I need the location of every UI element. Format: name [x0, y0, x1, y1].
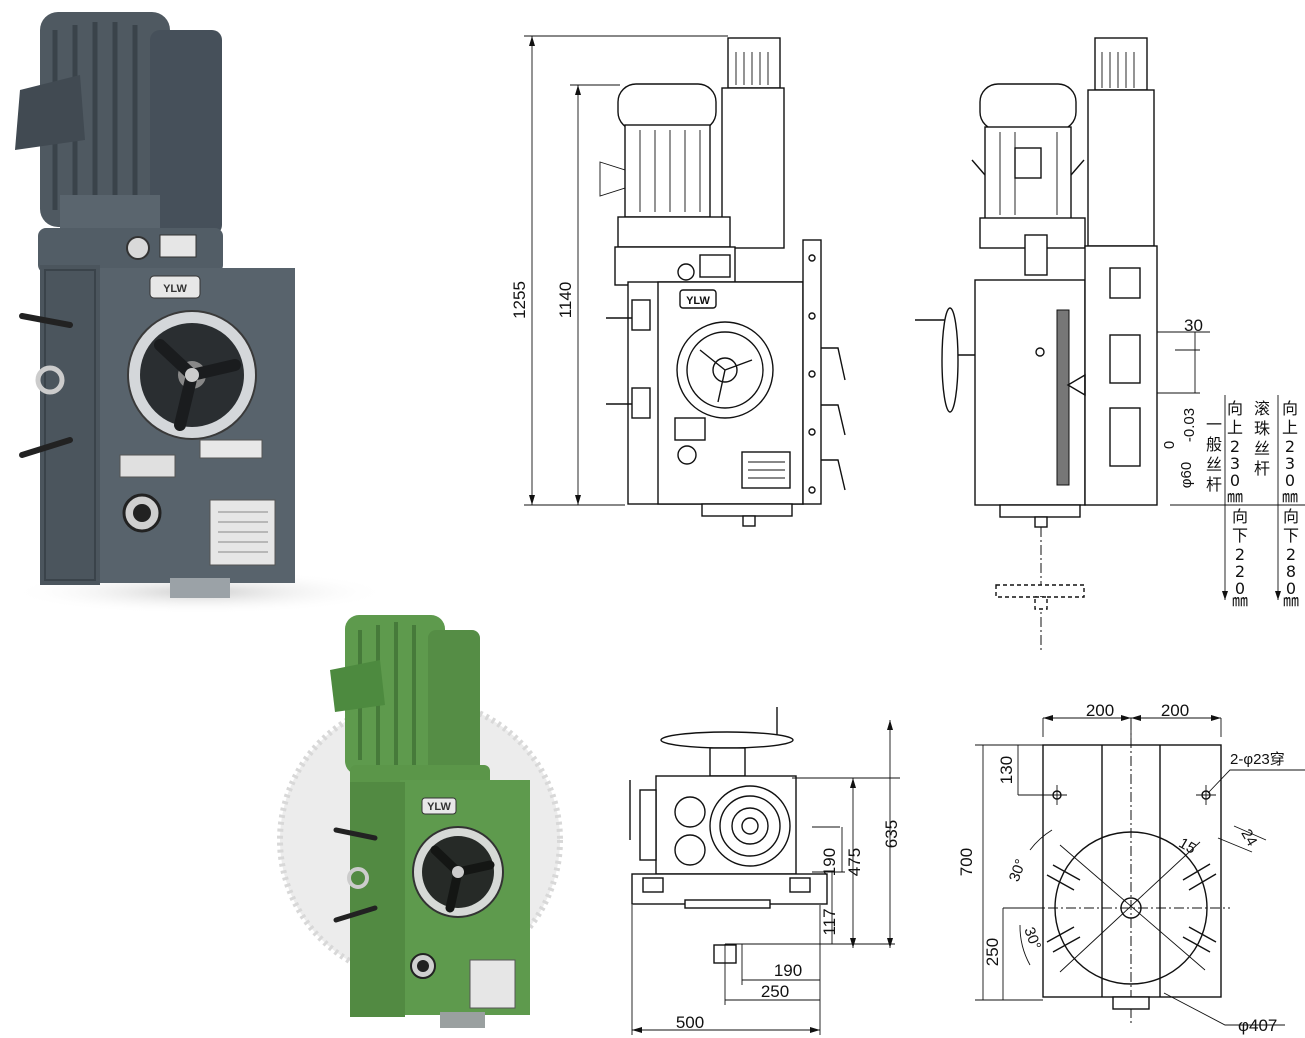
flange-dim-left-200: 200	[1086, 701, 1114, 720]
svg-text:一: 一	[1206, 415, 1222, 434]
flange-view-drawing	[975, 715, 1305, 1026]
dim-190-bottom: 190	[774, 961, 802, 980]
vertical-text-ball-screw-down: 向 下 2 8 0 ㎜	[1283, 507, 1299, 610]
svg-text:㎜: ㎜	[1232, 591, 1248, 610]
dim-475: 475	[845, 848, 864, 876]
vertical-text-ball-screw-name: 滚 珠 丝 杆	[1254, 399, 1270, 478]
svg-text:3: 3	[1285, 454, 1295, 473]
svg-text:8: 8	[1286, 562, 1296, 581]
svg-text:2: 2	[1235, 562, 1245, 581]
svg-text:3: 3	[1230, 454, 1240, 473]
front-view-drawing: YLW	[524, 35, 846, 527]
vertical-text-general-screw-name: 一 般 丝 杆	[1206, 415, 1222, 494]
svg-text:杆: 杆	[1206, 475, 1222, 494]
side-view-drawing	[915, 37, 1305, 650]
flange-dim-130: 130	[997, 756, 1016, 784]
svg-text:下: 下	[1232, 526, 1248, 545]
dim-190-right: 190	[820, 848, 839, 876]
svg-text:丝: 丝	[1254, 439, 1270, 458]
svg-text:㎜: ㎜	[1227, 487, 1243, 506]
dim-117: 117	[820, 908, 839, 935]
svg-text:杆: 杆	[1254, 459, 1270, 478]
dim-total-height: 1255	[510, 281, 529, 319]
dim-quill-diameter: φ60	[1178, 462, 1195, 488]
svg-text:珠: 珠	[1254, 419, 1270, 438]
top-view-drawing	[629, 707, 900, 1035]
svg-text:2: 2	[1230, 437, 1240, 456]
dim-250-bottom: 250	[761, 982, 789, 1001]
svg-text:0: 0	[1230, 471, 1240, 490]
dim-500: 500	[676, 1013, 704, 1032]
flange-dim-right-200: 200	[1161, 701, 1189, 720]
flange-angle-lower: 30°	[1020, 925, 1044, 952]
svg-text:上: 上	[1227, 418, 1243, 437]
gray-milling-head-photo: YLW	[10, 12, 390, 614]
dim-body-height: 1140	[556, 282, 575, 319]
svg-text:滚: 滚	[1254, 399, 1270, 418]
svg-text:向: 向	[1232, 507, 1248, 526]
svg-text:2: 2	[1235, 545, 1245, 564]
svg-text:2: 2	[1285, 437, 1295, 456]
flange-dim-15: 15	[1176, 835, 1199, 858]
svg-text:0: 0	[1286, 579, 1296, 598]
dim-offset-30: 30	[1184, 316, 1203, 335]
green-photo-brand: YLW	[427, 801, 451, 813]
flange-dim-24: 24	[1237, 826, 1260, 849]
flange-dim-holes: 2-φ23穿	[1230, 751, 1285, 768]
flange-dim-700: 700	[957, 848, 976, 876]
flange-dim-circle: φ407	[1238, 1016, 1277, 1035]
svg-text:上: 上	[1282, 418, 1298, 437]
svg-text:下: 下	[1283, 526, 1299, 545]
flange-dim-250: 250	[983, 938, 1002, 966]
dim-quill-tol-upper: 0	[1161, 441, 1178, 449]
svg-text:㎜: ㎜	[1283, 591, 1299, 610]
svg-text:向: 向	[1283, 507, 1299, 526]
flange-angle-upper: 30°	[1006, 857, 1030, 884]
dim-quill-tol-lower: -0.03	[1181, 408, 1198, 442]
green-milling-head-photo: YLW	[277, 615, 563, 1028]
gray-photo-brand: YLW	[163, 283, 187, 295]
vertical-text-general-screw-up: 向 上 2 3 0 ㎜	[1227, 399, 1243, 506]
svg-text:般: 般	[1206, 435, 1222, 454]
svg-text:0: 0	[1235, 579, 1245, 598]
vertical-text-general-screw-down: 向 下 2 2 0 ㎜	[1232, 507, 1248, 610]
svg-text:丝: 丝	[1206, 455, 1222, 474]
svg-text:0: 0	[1285, 471, 1295, 490]
svg-text:向: 向	[1227, 399, 1243, 418]
svg-text:2: 2	[1286, 545, 1296, 564]
svg-text:㎜: ㎜	[1282, 487, 1298, 506]
vertical-text-ball-screw-up: 向 上 2 3 0 ㎜	[1282, 399, 1298, 506]
svg-text:向: 向	[1282, 399, 1298, 418]
front-view-brand: YLW	[686, 295, 710, 307]
dim-635: 635	[882, 820, 901, 848]
